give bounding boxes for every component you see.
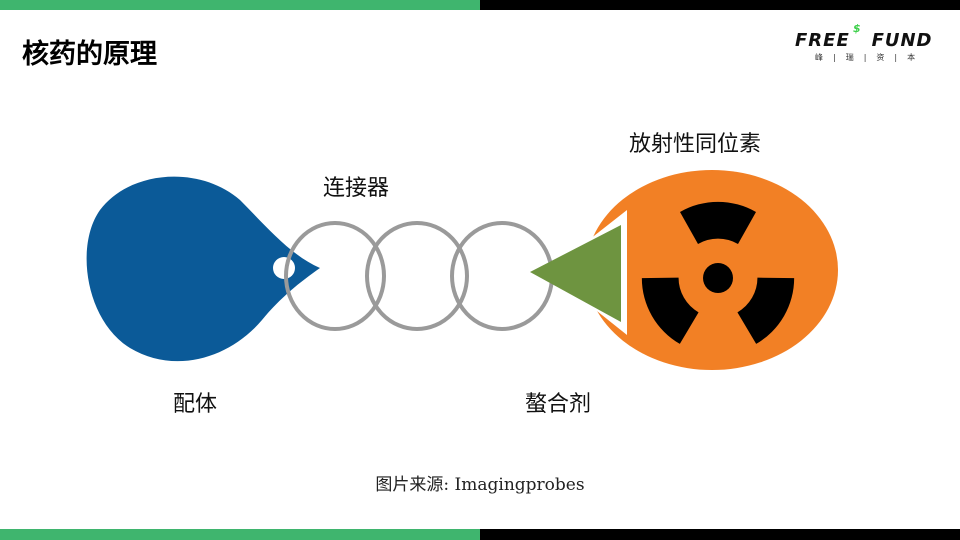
radioisotope-shape xyxy=(530,170,838,370)
linker-label: 连接器 xyxy=(323,176,390,201)
chelator-label: 螯合剂 xyxy=(525,392,592,417)
bottom-accent-bar xyxy=(0,529,960,540)
linker-rings xyxy=(284,221,554,331)
chelator-triangle xyxy=(530,225,621,322)
radiation-icon xyxy=(633,201,803,349)
ligand-label: 配体 xyxy=(173,392,218,417)
freefund-logo: FREE FUND$ 峰|瑞|资|本 xyxy=(795,22,933,62)
radioisotope-label: 放射性同位素 xyxy=(629,132,762,157)
top-accent-bar xyxy=(0,0,960,10)
page-title: 核药的原理 xyxy=(22,39,157,70)
image-source-caption: 图片来源: Imagingprobes xyxy=(375,475,585,495)
